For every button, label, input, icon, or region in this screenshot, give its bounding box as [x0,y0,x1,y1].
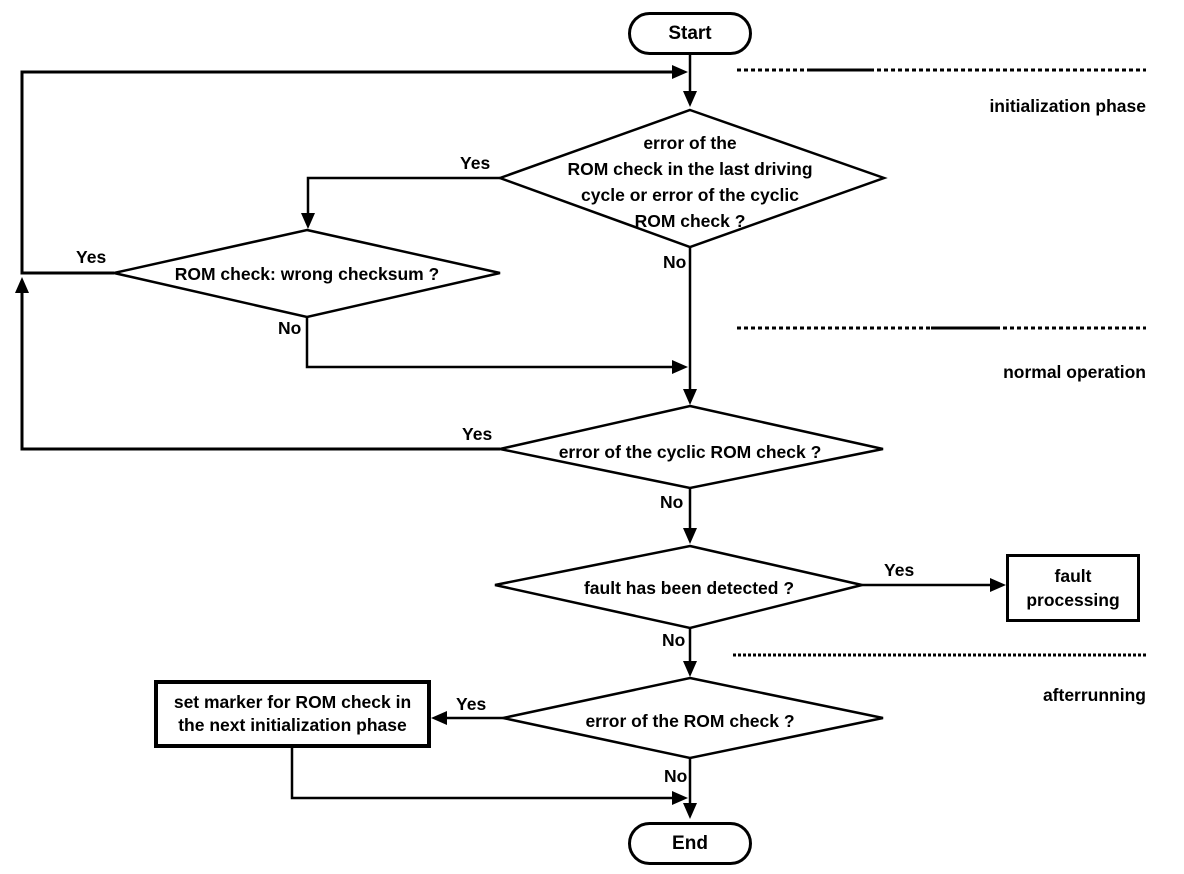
decision-rom-check-afterrun-shape [502,676,884,760]
decision-rom-check-afterrun-label: error of the ROM check ? [585,711,795,731]
label-yes-fault-detected: Yes [884,560,915,580]
end-node-label: End [672,832,708,854]
arrowhead-into-decision2 [301,213,315,229]
arrowhead-into-decision5 [683,661,697,677]
decision-cyclic-rom-label: error of the cyclic ROM check ? [558,442,822,462]
edge-decision2-yes-feedback [20,70,673,275]
start-node: Start [628,12,752,55]
decision-rom-last-cycle-shape [496,108,888,249]
label-no-cyclic-rom: No [660,492,684,512]
process-fault-processing-label: fault processing [1026,566,1120,610]
arrowhead-merge-end [672,791,688,805]
label-yes-wrong-checksum: Yes [76,247,107,267]
arrowhead-into-decision4 [683,528,697,544]
arrowhead-into-end [683,803,697,819]
arrowhead-into-fault-processing [990,578,1006,592]
process-set-marker: set marker for ROM check in the next ini… [154,680,431,748]
decision-fault-detected-shape [494,544,863,630]
decision-wrong-checksum-shape [113,228,501,319]
phase-label-normal-operation: normal operation [1003,362,1146,382]
phase-label-afterrunning: afterrunning [1042,685,1146,705]
edge-marker-feedback [290,748,673,800]
arrowhead-merge-up-feedback [15,277,29,293]
decision-wrong-checksum-label: ROM check: wrong checksum ? [174,264,440,284]
label-yes-rom-check-afterrun: Yes [456,694,487,714]
decision-rom-last-cycle-label: error of the ROM check in the last drivi… [567,133,813,231]
edge-decision2-no-merge [305,317,673,369]
start-node-label: Start [668,22,712,44]
label-no-wrong-checksum: No [278,318,302,338]
arrowhead-into-decision1 [683,91,697,107]
decision-cyclic-rom-shape [499,404,884,490]
arrowhead-into-marker-box [431,711,447,725]
end-node: End [628,822,752,865]
phase-label-initialization: initialization phase [989,96,1146,116]
label-no-rom-check-afterrun: No [664,766,688,786]
arrowhead-into-decision3 [683,389,697,405]
arrowhead-merge-normal [672,360,688,374]
label-no-rom-last-cycle: No [663,252,687,272]
label-yes-cyclic-rom: Yes [462,424,493,444]
process-fault-processing: fault processing [1006,554,1140,622]
decision-fault-detected-label: fault has been detected ? [583,578,795,598]
edge-decision1-yes [306,176,500,222]
label-no-fault-detected: No [662,630,686,650]
label-yes-rom-last-cycle: Yes [460,153,491,173]
process-set-marker-label: set marker for ROM check in the next ini… [173,692,412,735]
arrowhead-merge-init [672,65,688,79]
edge-decision3-yes-feedback [20,290,500,451]
